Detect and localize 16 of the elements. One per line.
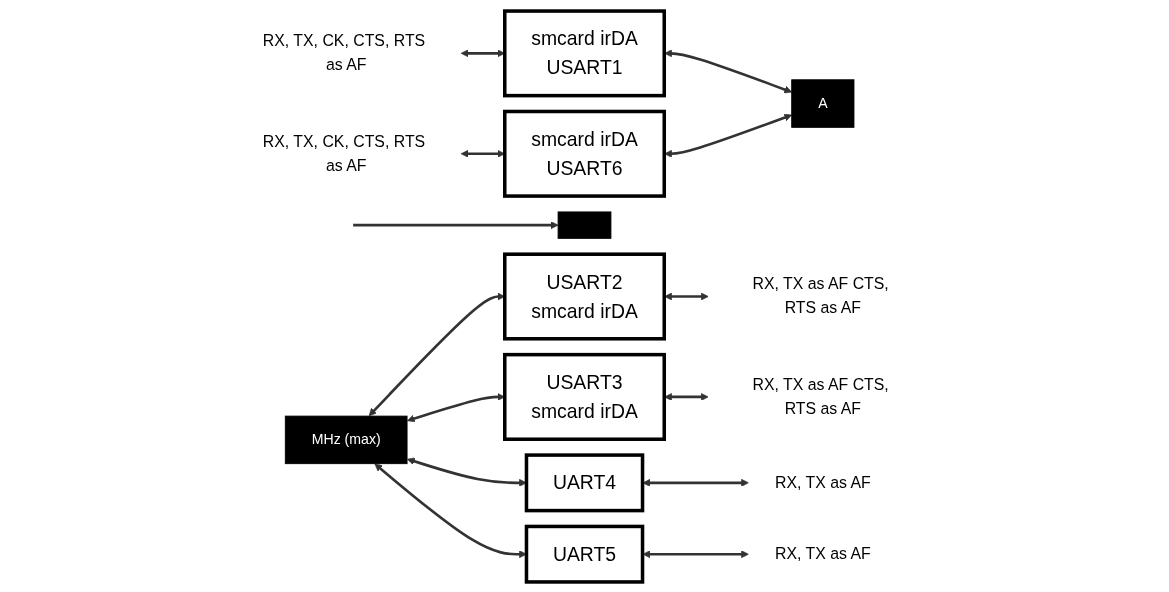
node-box: USART3 smcard irDA: [503, 352, 666, 441]
node-box: A: [791, 78, 855, 128]
arrow: [352, 220, 559, 229]
node-box: MHz (max): [284, 415, 408, 464]
node-text: RX, TX as AF: [774, 544, 871, 563]
node-text: RX, TX as AF: [774, 473, 871, 491]
node-box: UART5: [524, 524, 645, 584]
node-text: RX, TX, CK, CTS, RTS as AF: [262, 31, 426, 74]
node-text: RX, TX, CK, CTS, RTS as AF: [262, 132, 426, 174]
node-box: smcard irDA USART6: [503, 109, 666, 198]
node-text: RX, TX as AF CTS, RTS as AF: [752, 375, 889, 417]
node-box: USART2 smcard irDA: [503, 251, 666, 341]
node-text: RX, TX as AF CTS, RTS as AF: [752, 274, 889, 317]
node-box: UART4: [524, 452, 645, 512]
node-bar: [557, 211, 612, 239]
node-box: smcard irDA USART1: [503, 8, 666, 97]
